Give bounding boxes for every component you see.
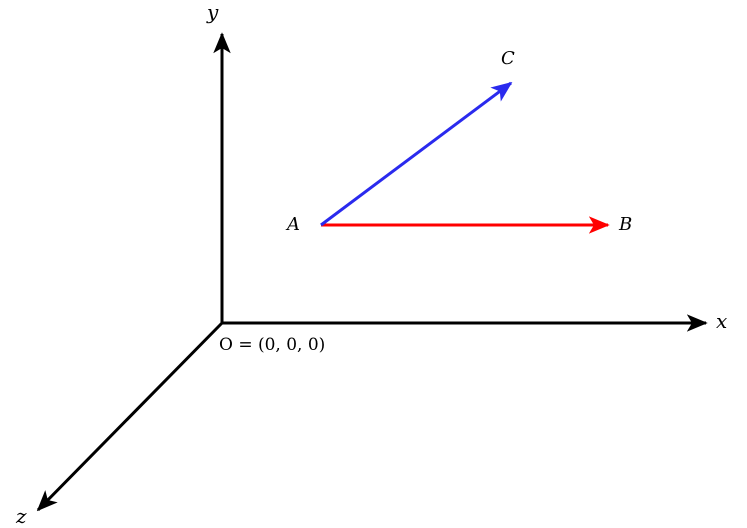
vector-ac <box>320 81 513 227</box>
point-b-label: B <box>619 214 633 235</box>
point-c-label: C <box>501 48 515 69</box>
z-axis <box>36 321 224 512</box>
point-a-label: A <box>287 214 300 235</box>
x-axis-label: x <box>716 309 728 333</box>
z-axis-label: z <box>16 504 27 528</box>
y-axis-label: y <box>207 0 219 24</box>
origin-label: O = (0, 0, 0) <box>219 335 326 355</box>
